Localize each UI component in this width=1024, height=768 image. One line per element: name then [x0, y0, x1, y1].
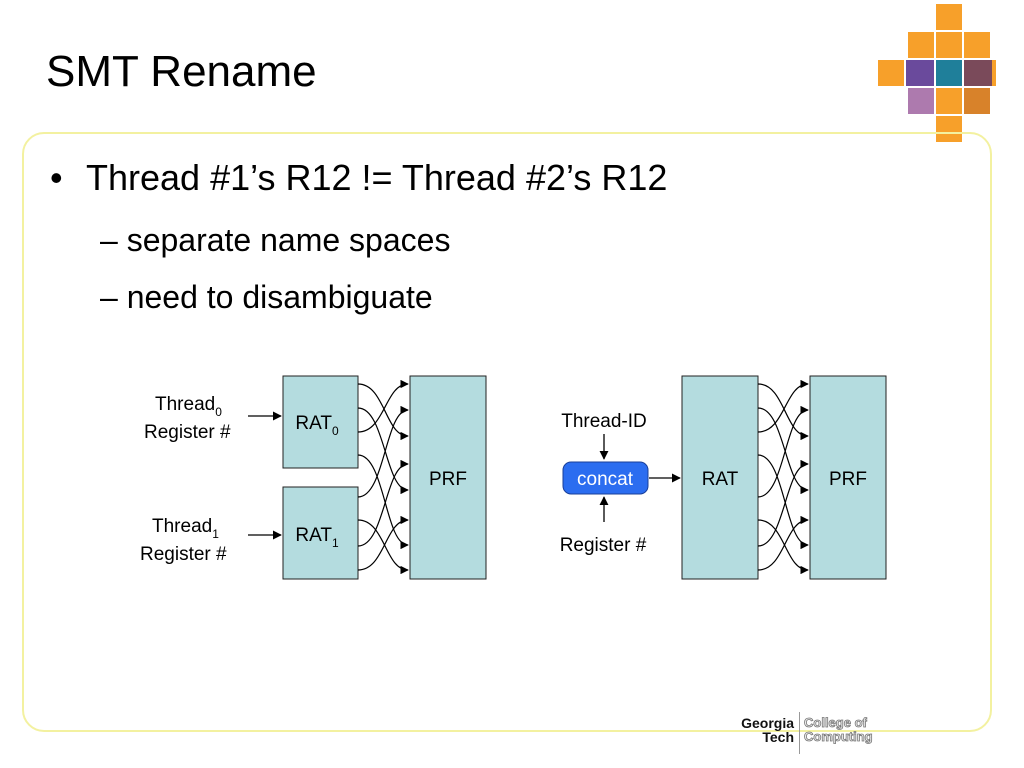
concat-label: concat: [577, 469, 634, 490]
rat-label: RAT: [702, 469, 739, 490]
rat1-box: [282, 486, 359, 580]
logo-divider: [799, 712, 800, 754]
thread1-register-label: Register #: [140, 544, 227, 565]
logo-line-tech: Tech: [762, 729, 794, 745]
rat0-box: [282, 375, 359, 469]
concat-box: [562, 461, 649, 495]
main-bullet: • Thread #1’s R12 != Thread #2’s R12: [50, 160, 667, 196]
content-frame: [22, 132, 992, 732]
logo-college-of-computing: College of Computing: [804, 715, 873, 744]
prf-right-label: PRF: [829, 469, 867, 490]
logo-line-college: College of: [804, 715, 868, 730]
left-crossbar-wires: [357, 379, 409, 575]
thread-id-label: Thread-ID: [561, 411, 647, 432]
prf-right-box: [809, 375, 887, 580]
subbullet-separate-name-spaces: – separate name spaces: [100, 222, 451, 258]
rat1-label: RAT1: [295, 525, 339, 550]
logo-line-computing: Computing: [804, 729, 873, 744]
prf-left-label: PRF: [429, 469, 467, 490]
right-crossbar-wires: [757, 379, 809, 575]
georgia-tech-logo: Georgia Tech College of Computing: [724, 708, 889, 758]
decorative-mosaic: [878, 4, 996, 142]
register-label: Register #: [560, 535, 647, 556]
logo-line-georgia: Georgia: [741, 715, 794, 731]
rat0-label: RAT0: [295, 413, 339, 438]
thread1-label: Thread1: [152, 516, 219, 541]
subbullet-disambiguate: – need to disambiguate: [100, 279, 433, 315]
logo-georgia-tech: Georgia Tech: [724, 716, 794, 744]
bullet-marker: •: [50, 157, 63, 198]
bullet-text: Thread #1’s R12 != Thread #2’s R12: [86, 157, 668, 198]
prf-left-box: [409, 375, 487, 580]
thread0-label: Thread0: [155, 394, 222, 419]
rat-box: [681, 375, 759, 580]
slide-title: SMT Rename: [46, 47, 317, 96]
thread0-register-label: Register #: [144, 422, 231, 443]
